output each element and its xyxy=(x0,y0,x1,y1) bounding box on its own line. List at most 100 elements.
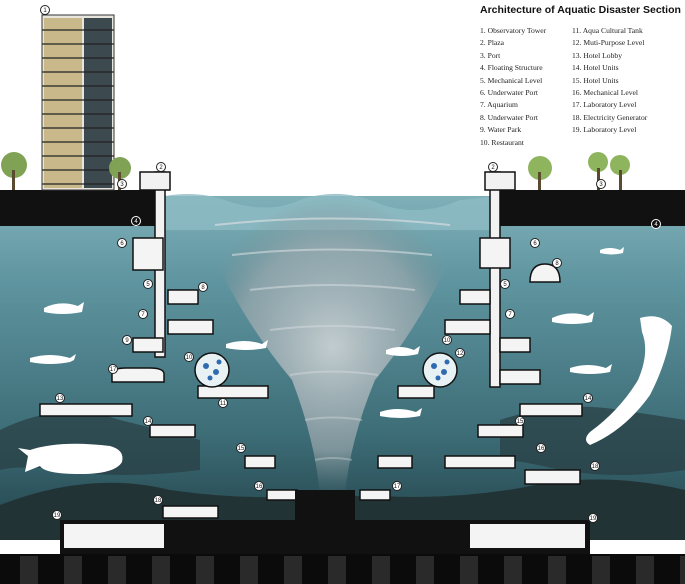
level-box xyxy=(397,385,435,399)
level-box xyxy=(459,289,491,305)
marker-badge: 6 xyxy=(117,238,127,248)
level-box xyxy=(499,369,541,385)
marker-badge: 1 xyxy=(40,5,50,15)
foundation-pile xyxy=(416,556,434,584)
level-box xyxy=(197,385,269,399)
foundation-pile xyxy=(460,556,478,584)
aquarium-dome-right xyxy=(529,263,561,283)
legend-item: 2. Plaza xyxy=(480,38,505,48)
marker-badge: 12 xyxy=(455,348,465,358)
left-levels xyxy=(39,237,391,519)
foundation-pile xyxy=(636,556,654,584)
diagram-title: Architecture of Aquatic Disaster Section xyxy=(480,4,681,16)
level-box xyxy=(167,289,199,305)
level-box xyxy=(479,237,511,269)
shark-right-4 xyxy=(386,346,420,356)
aqua-tank-right xyxy=(422,352,458,388)
legend-item: 14. Hotel Units xyxy=(572,63,619,73)
marker-badge: 7 xyxy=(505,309,515,319)
marker-badge: 10 xyxy=(442,335,452,345)
level-box xyxy=(499,337,531,353)
foundation-pile xyxy=(592,556,610,584)
right-core-shaft xyxy=(484,171,516,388)
marker-badge: 10 xyxy=(184,352,194,362)
marker-badge: 4 xyxy=(651,219,661,229)
marker-badge: 2 xyxy=(156,162,166,172)
legend-item: 5. Mechanical Level xyxy=(480,75,543,85)
marker-badge: 5 xyxy=(143,279,153,289)
marker-badge: 7 xyxy=(138,309,148,319)
level-box xyxy=(149,424,196,438)
legend-item: 17. Laboratory Level xyxy=(572,100,637,110)
shark-right-1 xyxy=(552,312,594,324)
right-levels xyxy=(377,237,583,485)
level-box xyxy=(444,455,516,469)
shark-left-2 xyxy=(44,302,84,314)
foundation-pile xyxy=(108,556,126,584)
vortex xyxy=(195,197,470,495)
aquarium-dome-left xyxy=(111,367,165,383)
foundation-pile xyxy=(328,556,346,584)
marker-badge: 6 xyxy=(530,238,540,248)
legend-item: 13. Hotel Lobby xyxy=(572,50,622,60)
foundation-pile xyxy=(680,556,685,584)
level-box xyxy=(444,319,491,335)
trees-right xyxy=(528,152,630,190)
level-box xyxy=(132,337,164,353)
level-box xyxy=(524,469,581,485)
legend-item: 12. Muti-Purpose Level xyxy=(572,38,645,48)
level-box xyxy=(477,424,524,438)
marker-badge: 9 xyxy=(122,335,132,345)
whale-left xyxy=(18,443,123,474)
foundation-pile xyxy=(196,556,214,584)
marker-badge: 18 xyxy=(153,495,163,505)
marker-badge: 3 xyxy=(596,179,606,189)
marker-badge: 14 xyxy=(583,393,593,403)
foundation-pile xyxy=(284,556,302,584)
shark-right-3 xyxy=(600,247,624,255)
foundation-piles xyxy=(20,556,685,584)
legend-item: 4. Floating Structure xyxy=(480,63,543,73)
legend-item: 8. Underwater Port xyxy=(480,112,538,122)
foundation-pile xyxy=(548,556,566,584)
level-box xyxy=(132,237,164,271)
marker-badge: 18 xyxy=(590,461,600,471)
legend-item: 15. Hotel Units xyxy=(572,75,619,85)
foundation-pile xyxy=(64,556,82,584)
legend-item: 18. Electricity Generator xyxy=(572,112,648,122)
marker-badge: 14 xyxy=(143,416,153,426)
legend-item: 10. Restaurant xyxy=(480,137,524,147)
marker-badge: 11 xyxy=(218,398,228,408)
foundation-pile xyxy=(20,556,38,584)
whale-right xyxy=(586,316,672,445)
legend-item: 19. Laboratory Level xyxy=(572,125,637,135)
marker-badge: 17 xyxy=(108,364,118,374)
aqua-tank-left xyxy=(194,352,230,388)
marker-badge: 4 xyxy=(131,216,141,226)
marker-badge: 17 xyxy=(392,481,402,491)
level-box xyxy=(377,455,413,469)
legend-item: 11. Aqua Cultural Tank xyxy=(572,26,643,35)
marker-badge: 2 xyxy=(488,162,498,172)
level-box xyxy=(359,489,391,501)
shark-left-1 xyxy=(30,354,76,364)
shark-right-2 xyxy=(570,364,612,374)
legend-item: 6. Underwater Port xyxy=(480,87,538,97)
marker-badge: 16 xyxy=(254,481,264,491)
shark-center-right xyxy=(380,408,422,418)
observatory-tower xyxy=(41,14,115,191)
legend-item: 16. Mechanical Level xyxy=(572,87,638,97)
marker-badge: 3 xyxy=(117,179,127,189)
marker-badge: 5 xyxy=(500,279,510,289)
marker-badge: 8 xyxy=(198,282,208,292)
marker-badge: 19 xyxy=(52,510,62,520)
marker-badge: 16 xyxy=(536,443,546,453)
marker-badge: 19 xyxy=(588,513,598,523)
foundation-pile xyxy=(152,556,170,584)
level-box xyxy=(167,319,214,335)
level-box xyxy=(519,403,583,417)
foundation-pile xyxy=(504,556,522,584)
legend-item: 1. Observatory Tower xyxy=(480,26,547,35)
